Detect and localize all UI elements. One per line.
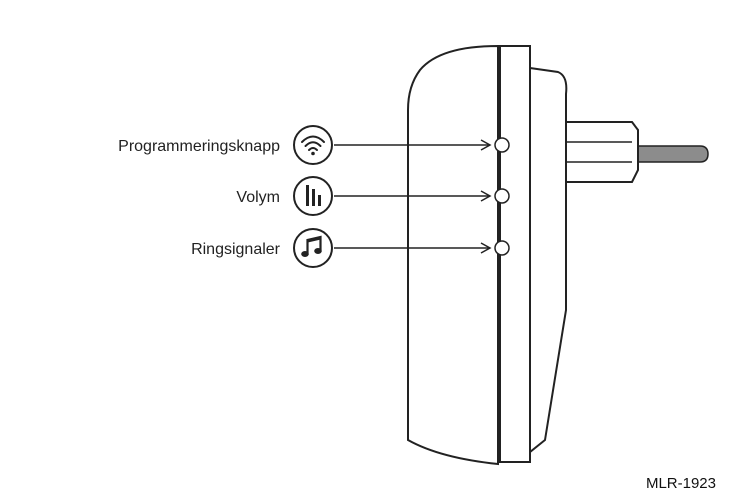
volume-button[interactable] <box>494 188 510 204</box>
ringtone-button[interactable] <box>494 240 510 256</box>
leader-arrow-volume <box>334 190 492 202</box>
label-ringtones: Ringsignaler <box>191 241 281 258</box>
music-note-icon <box>293 228 333 268</box>
leader-arrow-ringtone <box>334 242 492 254</box>
label-volume: Volym <box>236 189 280 206</box>
wifi-icon <box>293 125 333 165</box>
back-housing <box>529 66 568 455</box>
programming-button[interactable] <box>494 137 510 153</box>
label-programming: Programmeringsknapp <box>118 138 280 155</box>
plug-collar <box>565 121 639 183</box>
plug-pin <box>635 145 709 163</box>
model-code: MLR-1923 <box>646 475 716 492</box>
leader-arrow-programming <box>334 139 492 151</box>
volume-bars-icon <box>293 176 333 216</box>
front-face <box>407 44 499 466</box>
